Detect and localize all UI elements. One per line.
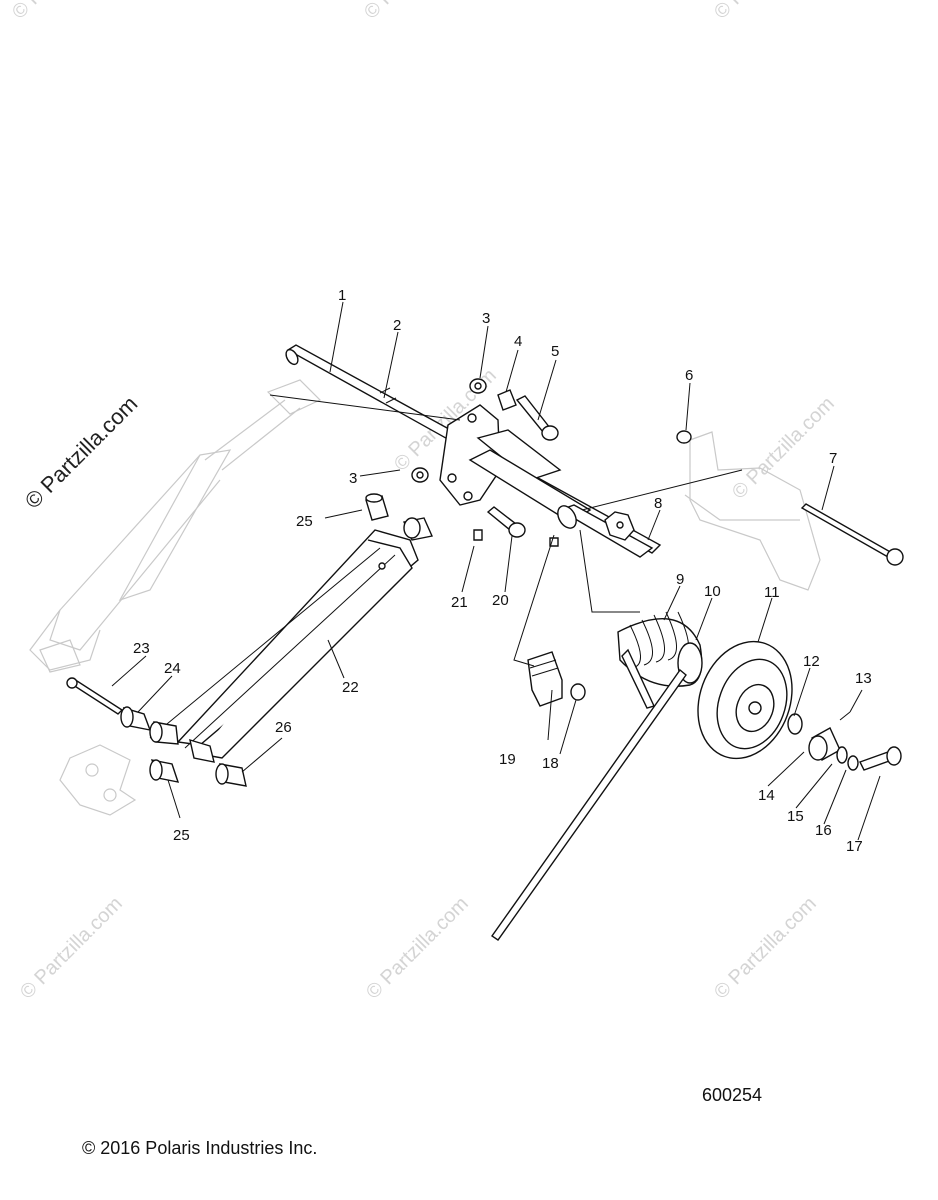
callout-24: 24 (164, 660, 181, 677)
part-bushing-top-arm (403, 517, 433, 541)
callout-14: 14 (758, 787, 775, 804)
part-nut-upper (469, 378, 487, 394)
watermark-top-right: © Partzilla.com (710, 0, 821, 24)
callout-25-lower: 25 (173, 827, 190, 844)
figure-number: 600254 (702, 1085, 763, 1105)
callout-22: 22 (342, 679, 359, 696)
part-pivot-bracket (439, 404, 592, 523)
reference-lines (269, 394, 743, 667)
part-idler-wheel (697, 640, 793, 760)
callout-15: 15 (787, 808, 804, 825)
part-long-bolt (800, 503, 904, 566)
callout-16: 16 (815, 822, 832, 839)
watermark-top-left: © Partzilla.com (8, 0, 119, 24)
callout-leaders (111, 301, 881, 841)
callout-6: 6 (685, 367, 693, 384)
part-snap-ring (787, 713, 803, 735)
callout-13: 13 (855, 670, 872, 687)
part-wheel-hub (808, 727, 841, 761)
lower-bracket-ghost (59, 744, 137, 816)
callout-7: 7 (829, 450, 837, 467)
watermark-low-left: © Partzilla.com (16, 893, 127, 1004)
callout-3-upper: 3 (482, 310, 490, 327)
part-bushing-upper (365, 493, 389, 521)
callout-25-upper: 25 (296, 513, 313, 530)
part-o-ring (570, 683, 586, 701)
callout-26: 26 (275, 719, 292, 736)
part-pin (839, 711, 851, 721)
watermark-top-center: © Partzilla.com (360, 0, 471, 24)
callout-12: 12 (803, 653, 820, 670)
part-nut-lower (411, 467, 429, 483)
callout-23: 23 (133, 640, 150, 657)
callout-3-lower: 3 (349, 470, 357, 487)
callout-10: 10 (704, 583, 721, 600)
part-slide-block (527, 651, 563, 707)
watermark-left-dark: © Partzilla.com (20, 391, 143, 514)
shock-absorber-ghost (29, 379, 322, 673)
part-rear-tube (557, 504, 654, 558)
right-bracket-ghost (684, 431, 821, 591)
callout-5: 5 (551, 343, 559, 360)
callout-18: 18 (542, 755, 559, 772)
watermarks: © Partzilla.com © Partzilla.com © Partzi… (8, 0, 839, 1004)
part-wheel-bolt (859, 746, 902, 771)
part-lower-bushing-26 (189, 738, 247, 787)
callout-2: 2 (393, 317, 401, 334)
part-lower-bolt (66, 677, 124, 715)
callout-labels: 1 2 3 4 5 6 7 8 9 10 11 12 13 14 15 16 1… (133, 287, 872, 855)
part-grease-fitting (473, 529, 483, 541)
part-torque-arm (149, 529, 419, 759)
callout-9: 9 (676, 571, 684, 588)
callout-19: 19 (499, 751, 516, 768)
callout-11: 11 (764, 584, 780, 601)
part-lower-bushing-arm (149, 721, 179, 745)
part-spacer (497, 389, 517, 411)
part-bolt-upper (515, 395, 559, 441)
part-lower-bushing-24 (120, 706, 152, 731)
part-bolt-center (486, 506, 526, 538)
part-torsion-spring (491, 611, 703, 941)
callout-1: 1 (338, 287, 346, 304)
callout-8: 8 (654, 495, 662, 512)
part-nut-right (676, 430, 692, 444)
watermark-low-right: © Partzilla.com (710, 893, 821, 1004)
watermark-mid-right: © Partzilla.com (728, 393, 839, 504)
watermark-low-center: © Partzilla.com (362, 893, 473, 1004)
part-lower-bushing-25 (149, 759, 180, 783)
callout-21: 21 (451, 594, 468, 611)
callout-17: 17 (846, 838, 863, 855)
copyright-notice: © 2016 Polaris Industries Inc. (82, 1138, 318, 1158)
part-washer-16 (847, 755, 859, 771)
callout-4: 4 (514, 333, 522, 350)
part-washer-15 (836, 746, 848, 764)
callout-20: 20 (492, 592, 509, 609)
